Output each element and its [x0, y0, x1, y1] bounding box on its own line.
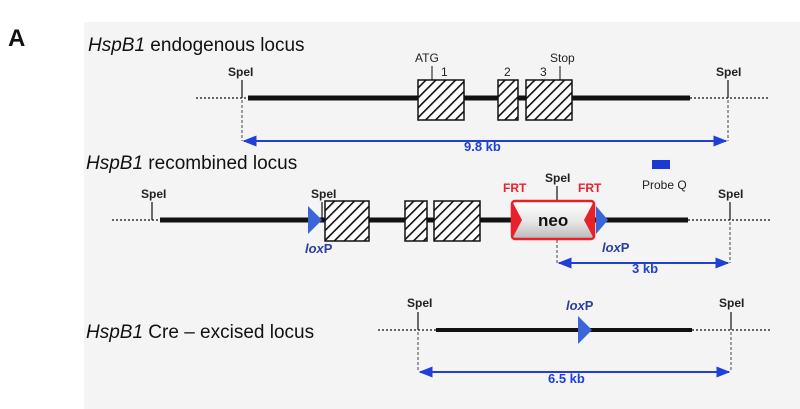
loxp-left-label: loxP — [305, 241, 333, 256]
loxp-excised-label: loxP — [566, 298, 594, 313]
recombined-title-rest: recombined locus — [143, 153, 297, 174]
panel-letter: A — [8, 25, 25, 52]
neo-label: neo — [538, 211, 568, 230]
excised-title-gene: HspB1 — [86, 322, 143, 343]
recombined-spei-neo: SpeI — [545, 171, 570, 185]
loxp-left-label-rest: P — [324, 241, 333, 256]
frt-right-label: FRT — [578, 181, 602, 195]
exon-2 — [497, 79, 519, 121]
exon-3-label: 3 — [540, 65, 547, 79]
probe-q-icon — [652, 160, 670, 169]
atg-label: ATG — [415, 51, 439, 65]
excised-distance: 6.5 kb — [548, 371, 585, 386]
loxp-right-icon — [596, 206, 608, 234]
loxp-left-icon — [308, 206, 322, 234]
recombined-locus: HspB1 recombined locus SpeI SpeI SpeI Sp… — [86, 153, 770, 276]
endogenous-locus: HspB1 endogenous locus SpeI SpeI ATG 1 2… — [88, 35, 770, 154]
excised-title-rest: Cre – excised locus — [143, 322, 314, 343]
exon-1-label: 1 — [441, 65, 448, 79]
excised-spei-left: SpeI — [407, 296, 432, 310]
exon-1 — [417, 79, 465, 121]
frt-left-label: FRT — [503, 181, 527, 195]
recombined-spei-far-left: SpeI — [141, 187, 166, 201]
loxp-excised-icon — [578, 316, 592, 344]
recombined-title-gene: HspB1 — [86, 153, 143, 174]
recombined-exon-2 — [404, 200, 428, 242]
exon-2-label: 2 — [504, 65, 511, 79]
stop-label: Stop — [550, 51, 575, 65]
neo-cassette — [510, 199, 596, 241]
loxp-right-label: loxP — [602, 240, 630, 255]
exon-3 — [525, 79, 573, 121]
endogenous-spei-left: SpeI — [228, 65, 253, 79]
endogenous-title-rest: endogenous locus — [145, 35, 305, 56]
loxp-right-label-rest: P — [621, 240, 630, 255]
recombined-title: HspB1 recombined locus — [86, 153, 297, 174]
recombined-exon-1 — [324, 200, 370, 242]
loxp-left-label-italic: lox — [305, 241, 325, 256]
endogenous-title-gene: HspB1 — [88, 35, 145, 56]
excised-title: HspB1 Cre – excised locus — [86, 322, 314, 343]
loxp-excised-label-rest: P — [585, 298, 594, 313]
probe-q-label: Probe Q — [642, 178, 687, 192]
recombined-exon-3 — [433, 200, 481, 242]
frt-right-icon — [584, 203, 593, 237]
loxp-excised-label-italic: lox — [566, 298, 586, 313]
recombined-spei-left: SpeI — [311, 187, 336, 201]
endogenous-title: HspB1 endogenous locus — [88, 35, 305, 56]
recombined-spei-right: SpeI — [718, 187, 743, 201]
excised-spei-right: SpeI — [719, 296, 744, 310]
loxp-right-label-italic: lox — [602, 240, 622, 255]
frt-left-icon — [513, 203, 522, 237]
endogenous-distance: 9.8 kb — [464, 139, 501, 154]
endogenous-spei-right: SpeI — [716, 65, 741, 79]
recombined-distance: 3 kb — [632, 261, 658, 276]
excised-locus: HspB1 Cre – excised locus SpeI SpeI loxP… — [86, 296, 772, 386]
